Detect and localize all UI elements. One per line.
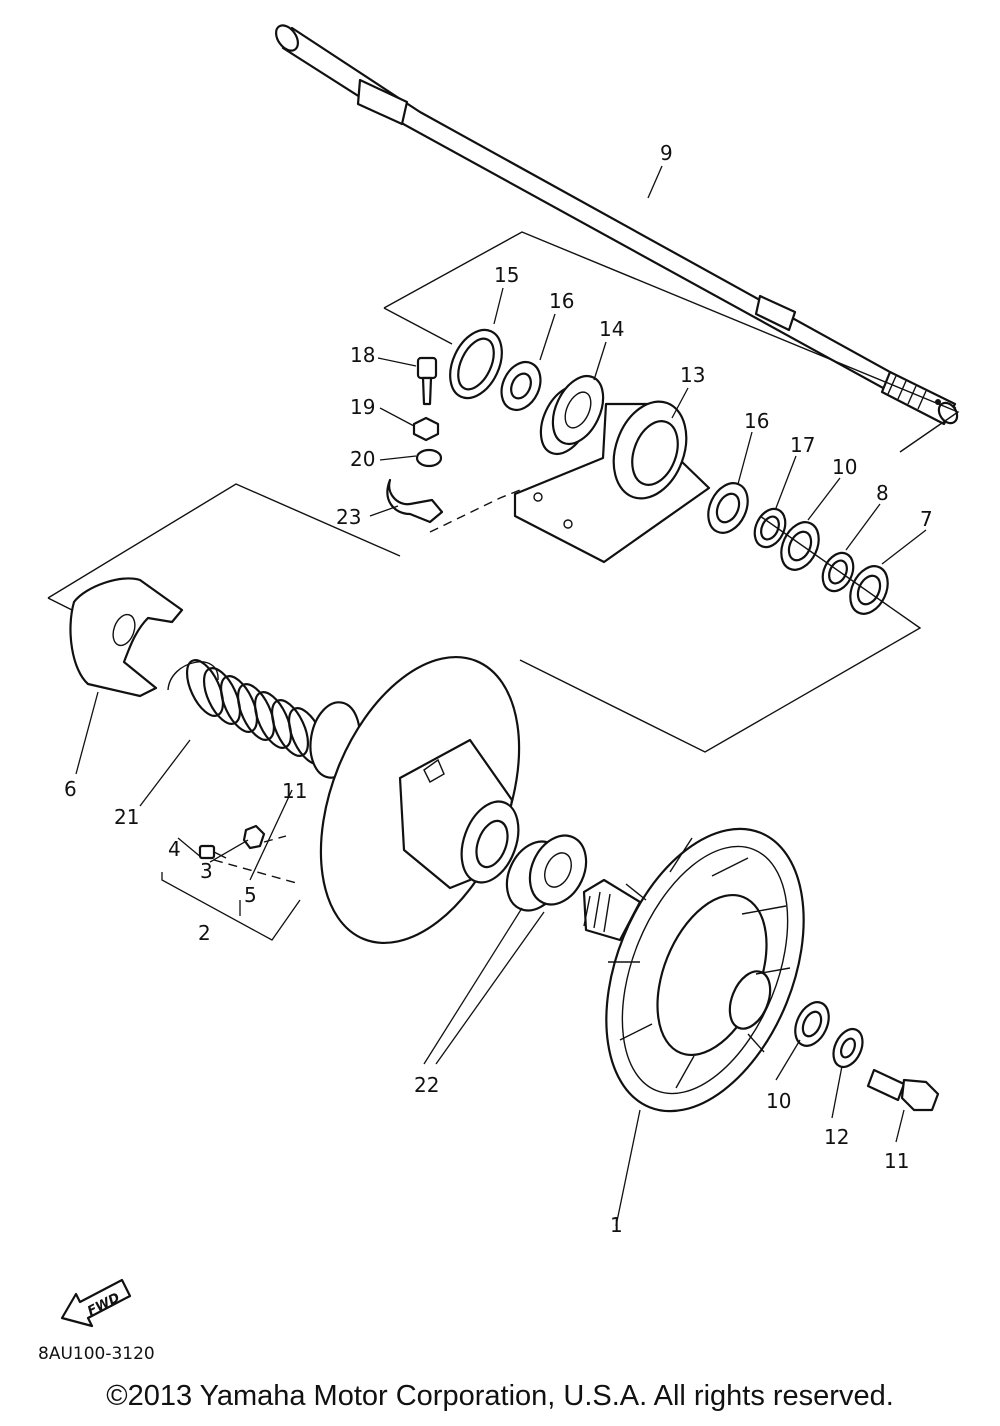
washer-part-20 [415, 448, 443, 468]
callout-16-lower: 16 [744, 409, 769, 433]
bearing-group-dashline [429, 489, 521, 533]
cam-part-6 [69, 577, 184, 698]
bolt-part-18 [416, 356, 438, 406]
callout-11-lower: 11 [884, 1149, 909, 1173]
shaft-part-9 [274, 24, 959, 426]
callout-11-upper: 11 [282, 779, 307, 803]
copyright-notice: ©2013 Yamaha Motor Corporation, U.S.A. A… [106, 1380, 894, 1412]
washer-part-16-upper [500, 360, 542, 412]
callout-17: 17 [790, 433, 815, 457]
bolt-part-11 [866, 1068, 940, 1112]
callout-22: 22 [414, 1073, 439, 1097]
callout-15: 15 [494, 263, 519, 287]
callout-21: 21 [114, 805, 139, 829]
callout-8: 8 [876, 481, 889, 505]
sheave-spline [583, 891, 611, 933]
bearing-housing-part-13 [513, 400, 711, 564]
bearing-group-outline [383, 231, 960, 453]
slider-part-22 [505, 834, 588, 912]
callout-1: 1 [610, 1213, 623, 1237]
fixed-sheave-part-1 [582, 827, 805, 1113]
sheave-vanes [608, 837, 791, 1089]
shaft-spline [887, 375, 927, 410]
fwd-arrow-icon: FWD [60, 1278, 132, 1328]
callout-19: 19 [350, 395, 375, 419]
callout-6: 6 [64, 777, 77, 801]
diagram-reference-code: 8AU100-3120 [38, 1344, 155, 1364]
callout-3: 3 [200, 859, 213, 883]
circlip-part-15 [449, 328, 503, 400]
washer-part-10-lower [794, 1001, 830, 1047]
washer-part-10-upper [780, 521, 820, 571]
callout-14: 14 [599, 317, 624, 341]
callout-23: 23 [336, 505, 361, 529]
callout-5: 5 [244, 883, 257, 907]
washer-part-12 [832, 1027, 864, 1069]
clutch-group-outline [47, 483, 401, 599]
callout-12: 12 [824, 1125, 849, 1149]
screw-part-4 [198, 844, 227, 860]
spring-part-21 [167, 659, 327, 765]
callout-2: 2 [198, 921, 211, 945]
sheave-part-5 [309, 655, 521, 945]
clamp-part-23 [386, 478, 444, 524]
callout-18: 18 [350, 343, 375, 367]
nut-part-19 [412, 416, 440, 442]
callout-7: 7 [920, 507, 933, 531]
weight-part-3 [242, 824, 266, 850]
callout-9: 9 [660, 141, 673, 165]
leader-lines [75, 165, 927, 1227]
bearing-part-14 [539, 374, 605, 456]
callout-13: 13 [680, 363, 705, 387]
washer-part-16-lower [707, 482, 749, 534]
callout-20: 20 [350, 447, 375, 471]
callout-10-upper: 10 [832, 455, 857, 479]
callout-16-upper: 16 [549, 289, 574, 313]
circlip-part-8 [821, 551, 855, 593]
washer-part-7 [849, 565, 889, 615]
callout-numbers: 9 15 16 14 13 18 19 20 23 16 17 10 8 7 6… [64, 141, 933, 1237]
callout-4: 4 [168, 837, 181, 861]
callout-10-lower: 10 [766, 1089, 791, 1113]
